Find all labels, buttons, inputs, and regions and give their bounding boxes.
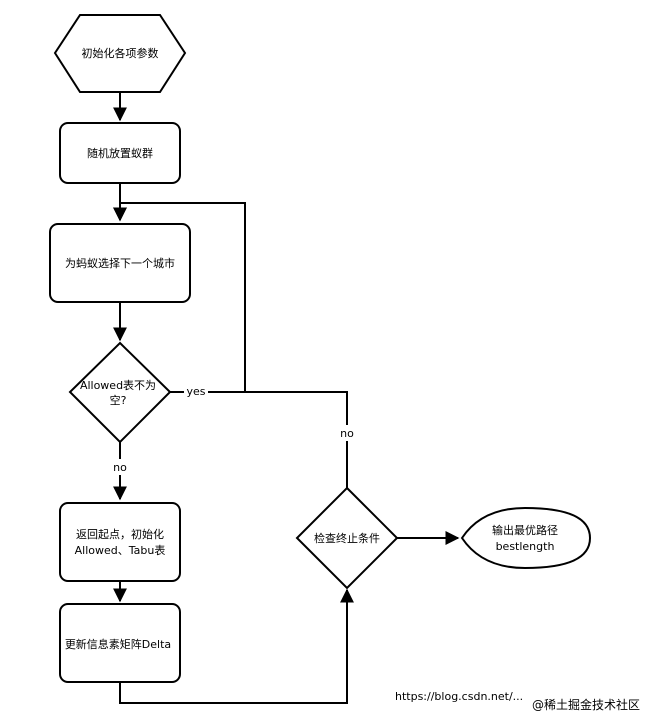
edge-allowed-yes-loop — [113, 202, 246, 393]
edge-update-to-check — [119, 588, 354, 704]
reset-node: 返回起点，初始化 Allowed、Tabu表 — [59, 502, 181, 582]
place-node-label: 随机放置蚁群 — [87, 146, 153, 160]
check-decision-node: 检查终止条件 — [295, 486, 399, 590]
update-node-label: 更新信息素矩阵Delta — [65, 637, 171, 651]
update-node: 更新信息素矩阵Delta — [59, 603, 181, 683]
allowed-node-label-line2: 空? — [110, 393, 127, 407]
edge-check-no-up — [245, 391, 348, 488]
output-node-label-line2: bestlength — [496, 540, 555, 553]
place-node: 随机放置蚁群 — [59, 122, 181, 184]
allowed-decision-node: Allowed表不为 空? — [68, 341, 172, 444]
no-label-down-bg — [110, 459, 130, 475]
init-node-label: 初始化各项参数 — [82, 46, 159, 60]
watermark-brand: @稀土掘金技术社区 — [532, 697, 640, 712]
init-node: 初始化各项参数 — [53, 14, 187, 93]
check-node-label: 检查终止条件 — [314, 531, 380, 545]
reset-node-label-line2: Allowed、Tabu表 — [75, 543, 166, 557]
no-label-check-bg — [335, 425, 359, 441]
yes-label: yes — [186, 385, 205, 398]
no-label-down: no — [113, 461, 127, 474]
watermark-url: https://blog.csdn.net/... — [395, 690, 523, 703]
no-label-check: no — [340, 427, 354, 440]
reset-node-label-line1: 返回起点，初始化 — [76, 527, 164, 541]
output-node: 输出最优路径 bestlength — [460, 506, 592, 570]
yes-label-bg — [184, 383, 208, 399]
select-node-label: 为蚂蚁选择下一个城市 — [65, 256, 175, 270]
output-node-label-line1: 输出最优路径 — [492, 523, 558, 537]
allowed-node-label-line1: Allowed表不为 — [80, 378, 156, 392]
select-node: 为蚂蚁选择下一个城市 — [49, 223, 191, 303]
